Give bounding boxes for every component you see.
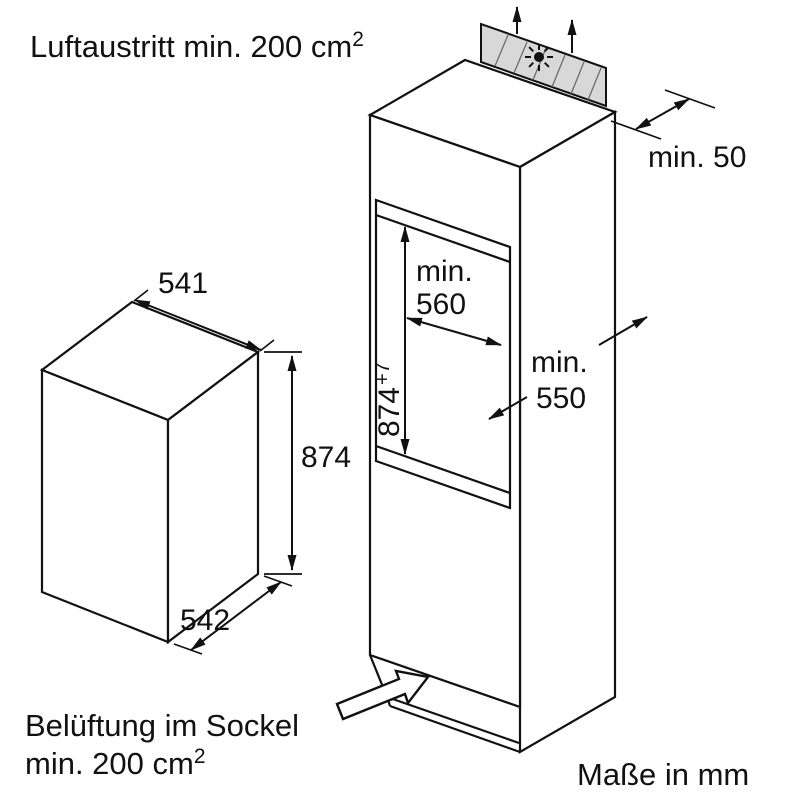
leader-arrow (488, 396, 528, 420)
extension-line (173, 643, 203, 655)
plinth-vent-label-line1: Belüftung im Sockel (25, 708, 299, 743)
niche-inner-bottom-line (375, 444, 511, 495)
dim-874-label: 874 (301, 441, 351, 474)
vent-hatch-line (513, 41, 528, 74)
dim-top-clearance: min. 50 (610, 89, 746, 174)
vent-hatch-line (551, 54, 566, 88)
dim-niche-depth: min. 550 (488, 316, 648, 420)
dimension-line (134, 299, 262, 351)
vent-hatch-line (587, 67, 602, 101)
appliance-isometric (39, 300, 261, 645)
niche-depth-min-label: min. (531, 346, 588, 379)
dim-niche-width: min. 560 (406, 255, 502, 346)
extension-line (610, 120, 662, 140)
airflow-inlet-arrow (335, 669, 431, 721)
niche-width-min-label: min. (416, 255, 473, 288)
niche-depth-value-label: 550 (536, 382, 586, 415)
extension-line (133, 289, 149, 302)
plinth-vent-label-line2: min. 200 cm2 (25, 745, 206, 781)
niche-opening (374, 198, 512, 510)
plinth-base-bottom-edge (389, 704, 521, 754)
dimension-line (635, 98, 690, 130)
vent-hatch-line (570, 61, 585, 95)
vent-grille (480, 6, 607, 108)
vent-hatch-line (494, 34, 509, 67)
extension-line (259, 339, 275, 352)
extension-line (263, 575, 293, 587)
appliance-side-face (166, 349, 260, 645)
niche-height-label: 874+7 (372, 362, 406, 437)
leader-arrow (598, 316, 648, 346)
niche-width-value-label: 560 (416, 288, 466, 321)
min-50-label: min. 50 (648, 141, 746, 174)
units-label: Maße in mm (577, 757, 749, 792)
dim-appliance-width: 541 (133, 267, 275, 352)
plinth-base-top-edge (386, 695, 520, 745)
vent-hatch-line (532, 47, 547, 81)
dim-niche-height: 874+7 (372, 226, 410, 455)
cabinet-side-face (518, 110, 617, 754)
dim-542-label: 542 (180, 604, 230, 637)
niche-inner-top-line (375, 213, 511, 264)
dim-appliance-height: 874 (264, 351, 351, 575)
vent-symbol-icon (525, 45, 553, 71)
dimension-line (190, 581, 282, 651)
dimension-line (406, 317, 502, 346)
dim-appliance-depth: 542 (173, 575, 293, 655)
air-outlet-label: Luftaustritt min. 200 cm2 (30, 28, 364, 64)
extension-line (664, 89, 716, 109)
dim-541-label: 541 (158, 267, 208, 300)
